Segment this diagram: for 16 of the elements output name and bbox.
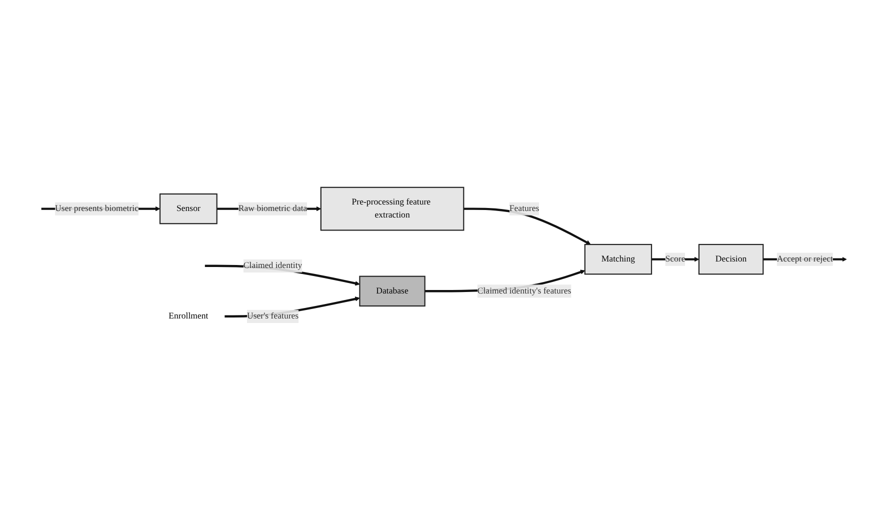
node-text: Enrollment (168, 312, 208, 321)
edge-label: Claimed identity (243, 261, 302, 270)
flowchart: User presents biometric Raw biometric data Features Claimed identity Claimed identity's features User's features Score Accept or reject Sensor Pre-processing feature extraction Database Matching Decision Enrollment (4, 183, 884, 336)
node-box (320, 187, 464, 231)
edge-label: Raw biometric data (238, 204, 308, 214)
node-box (159, 194, 218, 224)
edge-label: User's features (247, 312, 299, 321)
edge-label: Features (509, 204, 540, 214)
node-box (698, 244, 764, 275)
arrow (464, 208, 591, 245)
edge-label: User presents biometric (55, 204, 138, 214)
edge-label: Accept or reject (776, 254, 833, 264)
edge-label: Claimed identity's features (477, 286, 572, 296)
edge-label: Score (665, 254, 686, 264)
node-box (359, 276, 426, 307)
node-box (584, 244, 652, 275)
